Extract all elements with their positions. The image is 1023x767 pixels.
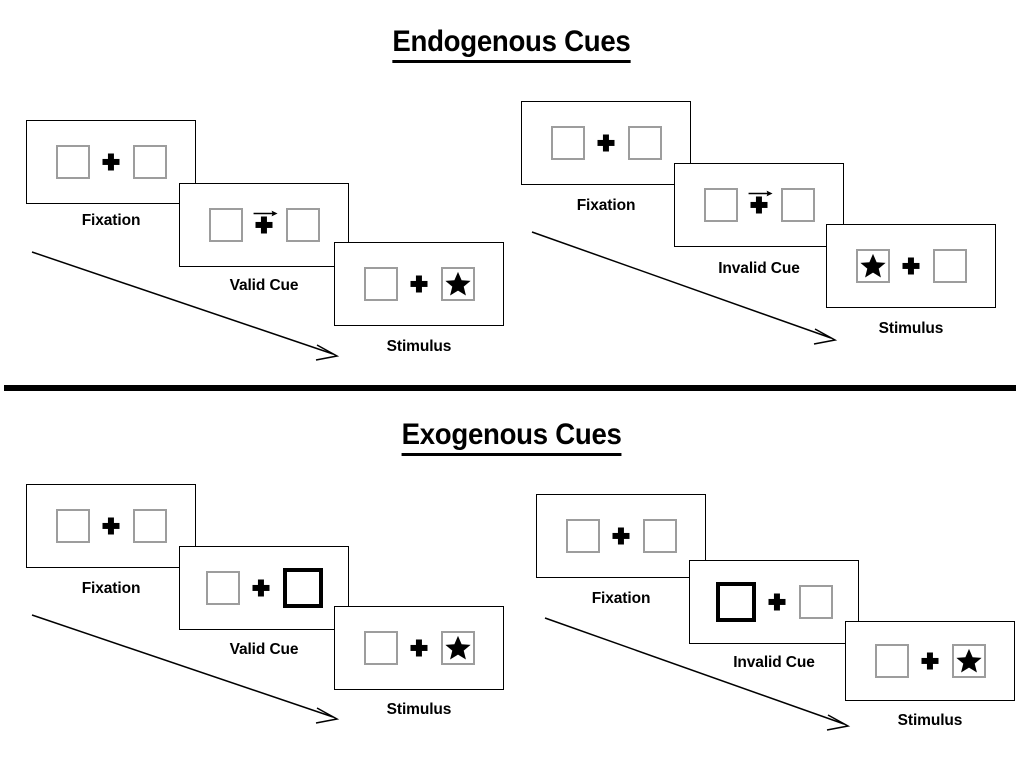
stage-label-valid-cue: Valid Cue [229, 277, 299, 294]
section-title-exogenous-text: Exogenous Cues [401, 418, 622, 456]
stimulus-box-left [363, 267, 398, 301]
fixation-cross-icon [922, 653, 939, 670]
stimulus-box-right [780, 188, 815, 222]
cue-stack [253, 210, 278, 234]
fixation-cross-icon [256, 217, 273, 234]
stimulus-box-right [951, 644, 986, 678]
star-icon [444, 271, 471, 296]
fixation-cross-icon [769, 594, 786, 611]
stimulus-box-left [550, 126, 585, 160]
stimulus-box-right [642, 519, 677, 553]
stage-label-stimulus: Stimulus [386, 338, 452, 355]
stage-label-fixation: Fixation [81, 580, 141, 597]
stage-label-stimulus: Stimulus [386, 701, 452, 718]
fixation-cross-icon [751, 197, 768, 214]
stimulus-box-left [55, 509, 90, 543]
section-title-endogenous-text: Endogenous Cues [392, 25, 631, 63]
cue-stack [748, 190, 773, 214]
stage-label-valid-cue: Valid Cue [229, 641, 299, 658]
stimulus-box-right [798, 585, 833, 619]
fixation-cross-icon [103, 154, 120, 171]
stage-label-stimulus: Stimulus [897, 712, 963, 729]
section-divider [4, 385, 1016, 391]
panel-exogenous-invalid-fixation [536, 494, 706, 578]
stimulus-box-right [627, 126, 662, 160]
stage-label-fixation: Fixation [81, 212, 141, 229]
panel-exogenous-invalid-stimulus [845, 621, 1015, 701]
stage-label-fixation: Fixation [576, 197, 636, 214]
panel-exogenous-valid-fixation [26, 484, 196, 568]
stimulus-box-left [565, 519, 600, 553]
stimulus-box-left [363, 631, 398, 665]
stimulus-box-left [208, 208, 243, 242]
star-icon [444, 635, 471, 660]
stimulus-box-left [855, 249, 890, 283]
stimulus-box-right [440, 267, 475, 301]
stimulus-box-right [132, 145, 167, 179]
stimulus-box-left [55, 145, 90, 179]
fixation-cross-icon [253, 580, 270, 597]
stage-label-invalid-cue: Invalid Cue [718, 260, 800, 277]
stage-label-fixation: Fixation [591, 590, 651, 607]
stimulus-box-right [285, 208, 320, 242]
panel-endogenous-invalid-cue [674, 163, 844, 247]
fixation-cross-icon [613, 528, 630, 545]
star-icon [955, 648, 982, 673]
stage-label-stimulus: Stimulus [878, 320, 944, 337]
arrow-right-icon [748, 188, 774, 199]
panel-endogenous-invalid-fixation [521, 101, 691, 185]
fixation-cross-icon [598, 135, 615, 152]
panel-exogenous-invalid-cue [689, 560, 859, 644]
fixation-cross-icon [411, 640, 428, 657]
stimulus-box-right [440, 631, 475, 665]
stimulus-box-right [932, 249, 967, 283]
fixation-cross-icon [903, 258, 920, 275]
section-title-endogenous: Endogenous Cues [0, 25, 1023, 63]
stimulus-box-right-cued [282, 568, 323, 608]
stage-label-invalid-cue: Invalid Cue [733, 654, 815, 671]
section-title-exogenous: Exogenous Cues [0, 418, 1023, 456]
panel-endogenous-valid-cue [179, 183, 349, 267]
stimulus-box-left-cued [715, 582, 756, 622]
stimulus-box-left [205, 571, 240, 605]
fixation-cross-icon [103, 518, 120, 535]
stimulus-box-right [132, 509, 167, 543]
panel-endogenous-valid-stimulus [334, 242, 504, 326]
panel-exogenous-valid-cue [179, 546, 349, 630]
panel-exogenous-valid-stimulus [334, 606, 504, 690]
arrow-right-icon [253, 208, 279, 219]
panel-endogenous-valid-fixation [26, 120, 196, 204]
panel-endogenous-invalid-stimulus [826, 224, 996, 308]
stimulus-box-left [703, 188, 738, 222]
fixation-cross-icon [411, 276, 428, 293]
star-icon [859, 253, 886, 278]
stimulus-box-left [874, 644, 909, 678]
